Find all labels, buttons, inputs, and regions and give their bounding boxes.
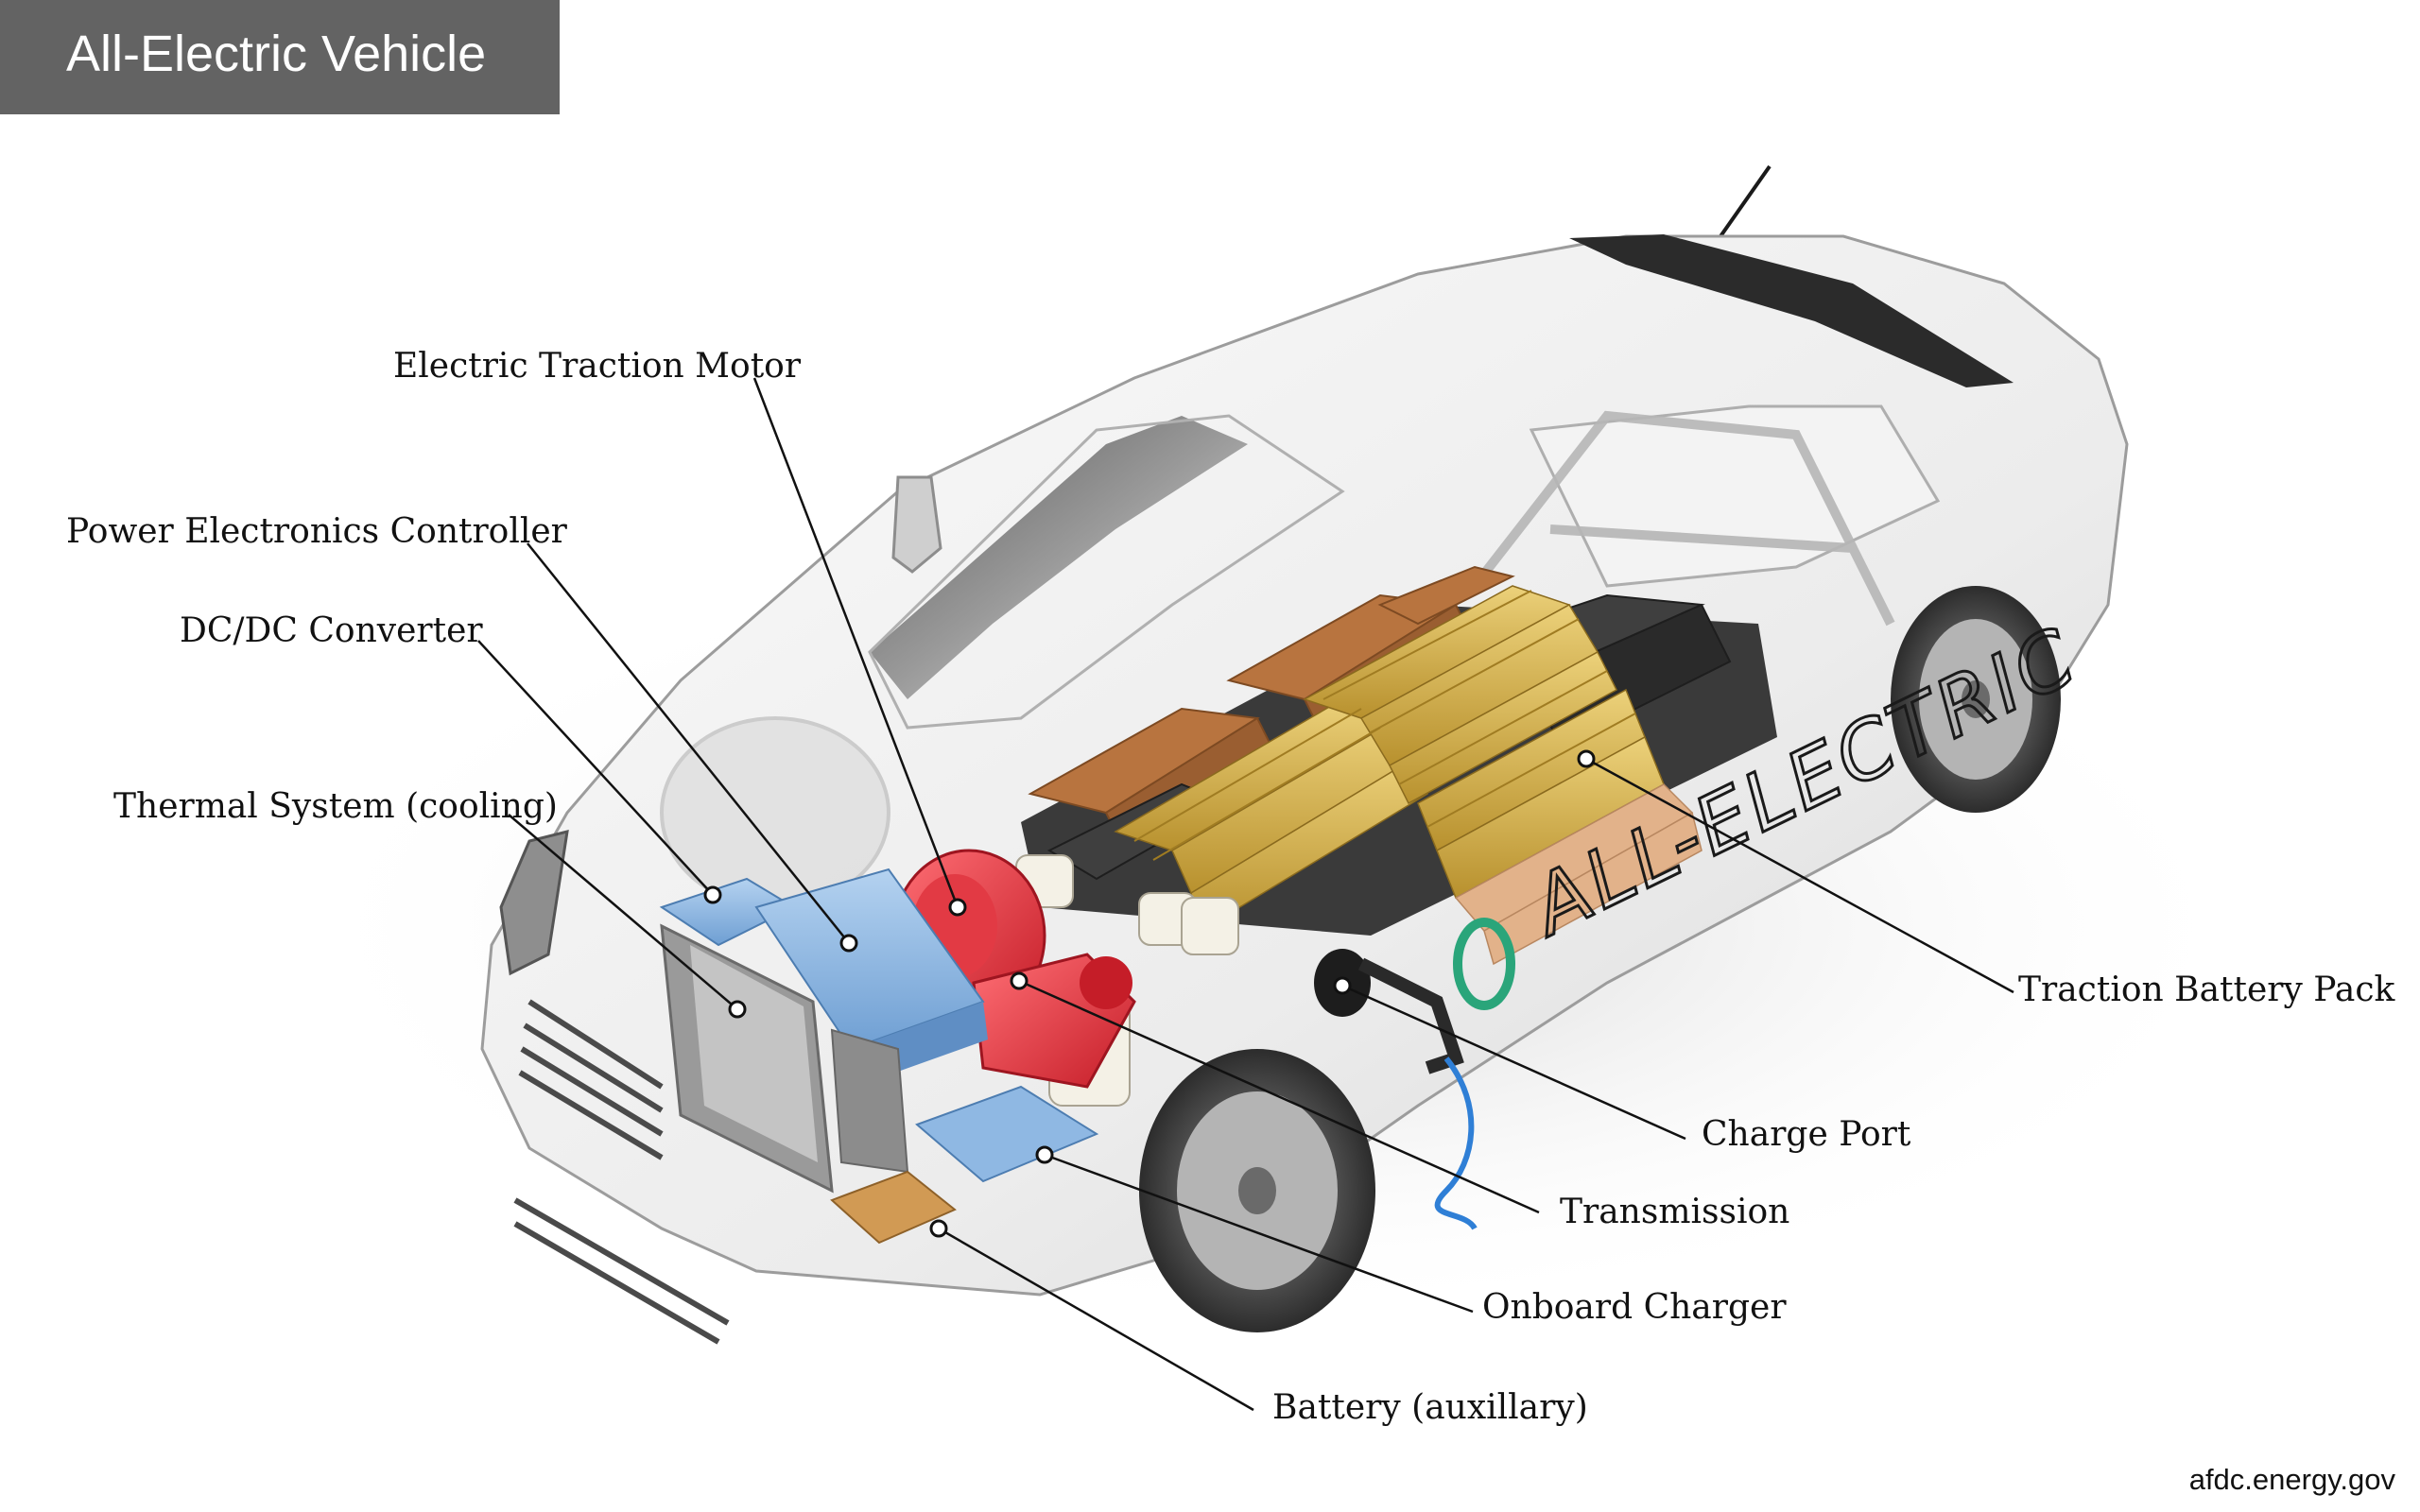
rear-near-wheel xyxy=(1891,586,2061,813)
leader-electric-traction-motor xyxy=(752,377,959,908)
dot-thermal-system xyxy=(728,1000,747,1019)
label-electric-traction-motor: Electric Traction Motor xyxy=(393,347,802,386)
label-battery-auxiliary: Battery (auxillary) xyxy=(1272,1388,1588,1427)
front-near-wheel xyxy=(1139,1049,1375,1332)
front-grille xyxy=(513,999,730,1345)
dot-battery-auxiliary xyxy=(929,1219,948,1238)
dot-charge-port xyxy=(1333,976,1352,995)
label-power-electronics-controller: Power Electronics Controller xyxy=(66,512,567,551)
dot-onboard-charger xyxy=(1035,1145,1054,1164)
battery-cell-ridges xyxy=(1133,590,1636,861)
leader-battery-auxiliary xyxy=(938,1227,1254,1412)
label-dc-dc-converter: DC/DC Converter xyxy=(180,611,483,650)
leader-thermal-system xyxy=(508,814,738,1010)
headlight xyxy=(499,829,569,976)
leader-transmission xyxy=(1018,979,1540,1214)
page-title: All-Electric Vehicle xyxy=(66,26,487,82)
label-thermal-system: Thermal System (cooling) xyxy=(113,787,558,826)
rear-suspension xyxy=(1471,410,1895,627)
onboard-charger-part xyxy=(915,1085,1099,1183)
dot-transmission xyxy=(1010,971,1028,990)
leader-power-electronics-controller xyxy=(527,542,850,944)
leader-charge-port xyxy=(1341,984,1686,1141)
label-onboard-charger: Onboard Charger xyxy=(1482,1288,1787,1327)
source-credit: afdc.energy.gov xyxy=(2188,1463,2395,1496)
battery-copper-cells xyxy=(1454,783,1703,966)
leader-dc-dc-converter xyxy=(477,640,714,896)
leader-dots xyxy=(703,749,1596,1238)
dot-dc-dc-converter xyxy=(703,885,722,904)
aux-battery-part xyxy=(830,1170,957,1245)
windshield-frame xyxy=(868,414,1345,730)
side-mirror xyxy=(891,475,942,574)
battery-cells xyxy=(1114,585,1665,933)
label-charge-port: Charge Port xyxy=(1702,1115,1911,1154)
dot-electric-traction-motor xyxy=(948,898,967,917)
rear-window-strip xyxy=(1569,234,2014,387)
leader-traction-battery-pack xyxy=(1585,757,2014,994)
decal-logo xyxy=(1453,918,1515,1010)
radiator-part xyxy=(660,923,909,1194)
leader-lines xyxy=(477,377,2014,1412)
title-bar: All-Electric Vehicle xyxy=(0,0,560,114)
windshield xyxy=(870,416,1248,699)
label-traction-battery-pack: Traction Battery Pack xyxy=(2018,971,2395,1009)
dot-traction-battery-pack xyxy=(1577,749,1596,768)
dot-power-electronics-controller xyxy=(839,934,858,953)
side-window xyxy=(1529,404,1941,588)
label-transmission: Transmission xyxy=(1560,1193,1790,1231)
leader-onboard-charger xyxy=(1044,1153,1474,1314)
